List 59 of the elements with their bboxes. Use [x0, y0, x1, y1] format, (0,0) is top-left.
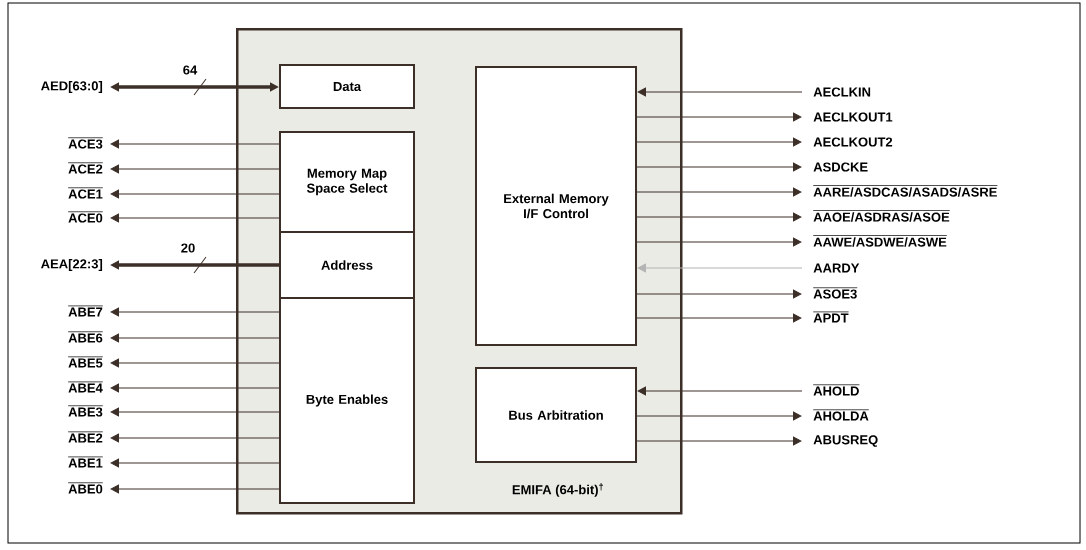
signal-name: ABUSREQ	[813, 435, 878, 447]
arrow	[636, 112, 802, 122]
signal-name: ABE7	[67, 305, 104, 317]
arrow	[110, 358, 280, 368]
signal-name: ABE2	[67, 431, 104, 443]
arrow	[636, 137, 802, 147]
data-box: Data	[279, 64, 415, 109]
arrow	[110, 407, 280, 417]
arrow	[636, 237, 802, 247]
arrow	[636, 162, 802, 172]
arrow	[110, 433, 280, 443]
arrow	[110, 213, 280, 223]
signal-name: AAWE/ASDWE/ASWE	[812, 235, 948, 247]
signal-name: ABE1	[67, 456, 104, 468]
signal-name: AARE/ASDCAS/ASADS/ASRE	[812, 185, 998, 197]
signal-name: ABE3	[67, 405, 104, 417]
memory-control-box: External Memory I/F Control	[475, 66, 637, 346]
arrow	[110, 458, 280, 468]
signal-name: AHOLD	[812, 384, 860, 396]
signal-name: ABE5	[67, 356, 104, 368]
signal-name: ACE1	[67, 187, 104, 199]
edge-label: 20	[181, 243, 195, 253]
arrow	[637, 263, 803, 273]
edge-label: 64	[183, 65, 198, 75]
signal-name: ABE0	[67, 482, 104, 494]
memory-map-box: Memory Map Space Select	[279, 131, 415, 233]
signal-name: AEA[22:3]	[41, 258, 103, 272]
signal-name: AECLKOUT1	[813, 112, 893, 122]
arrow	[110, 189, 280, 199]
arrow	[110, 333, 280, 343]
signal-name: ACE3	[67, 137, 104, 149]
bus-arbitration-box: Bus Arbitration	[475, 367, 637, 463]
arrow	[636, 411, 802, 421]
address-box: Address	[279, 231, 415, 299]
signal-name: ASDCKE	[813, 162, 868, 172]
signal-name: ASOE3	[812, 287, 858, 299]
signal-name: AARDY	[813, 263, 860, 273]
signal-name: ACE2	[67, 162, 104, 174]
arrow	[110, 307, 280, 317]
signal-name: AAOE/ASDRAS/ASOE	[812, 210, 951, 222]
signal-name: AECLKOUT2	[813, 137, 893, 147]
signal-name: AHOLDA	[812, 409, 870, 421]
arrow	[636, 289, 802, 299]
signal-name: AED[63:0]	[41, 80, 103, 94]
arrow	[110, 164, 280, 174]
signal-name: APDT	[812, 311, 849, 323]
arrow	[636, 436, 802, 446]
arrow	[636, 212, 802, 222]
signal-name: ACE0	[67, 211, 104, 223]
arrow	[110, 383, 280, 393]
arrow	[637, 386, 803, 396]
arrow	[110, 484, 280, 494]
arrow	[636, 313, 802, 323]
signal-name: ABE6	[67, 331, 104, 343]
signal-name: AECLKIN	[813, 87, 871, 97]
arrow	[110, 139, 280, 149]
arrow	[637, 87, 803, 97]
arrow	[636, 187, 802, 197]
signal-name: ABE4	[67, 381, 104, 393]
